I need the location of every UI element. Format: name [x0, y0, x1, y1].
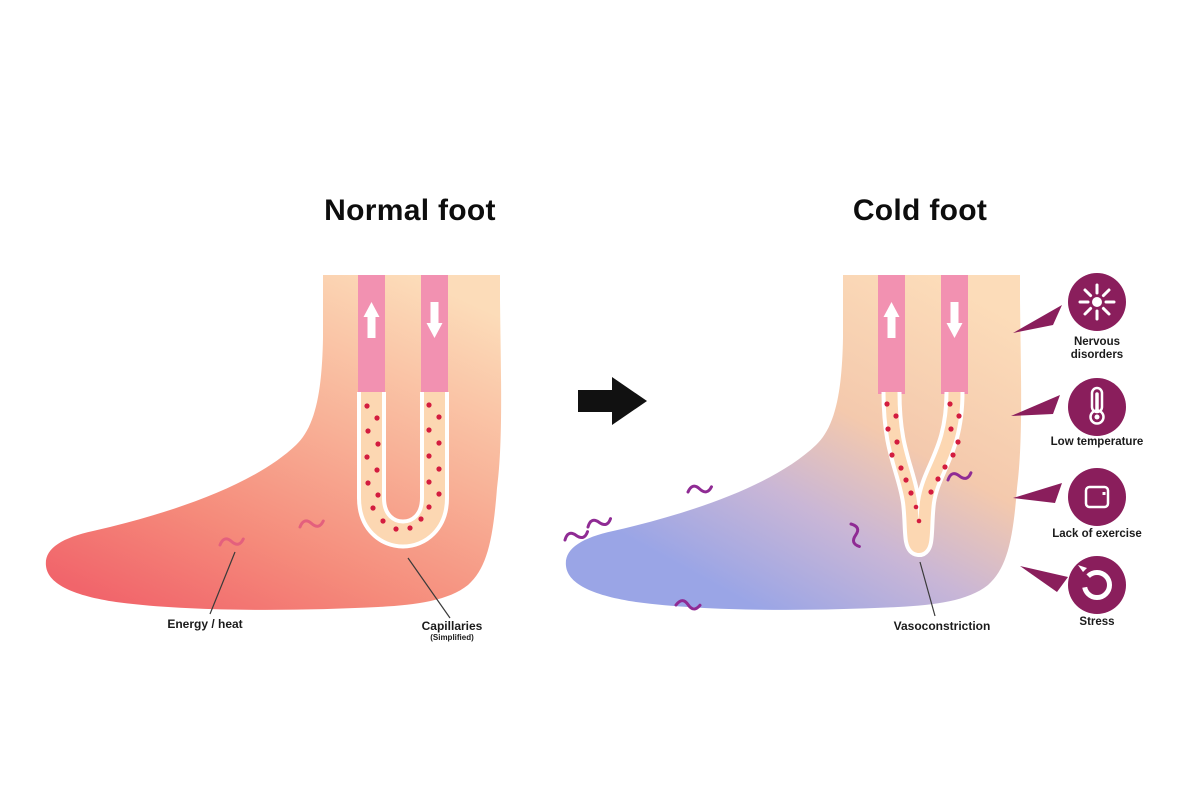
normal-capillary-dots — [364, 402, 442, 532]
capillaries-leader-line — [407, 557, 451, 619]
stress-icon — [1068, 556, 1126, 614]
cause-label-lack-of-exercise: Lack of exercise — [1052, 528, 1142, 540]
vasoconstriction-leader-line — [919, 561, 936, 617]
cold-capillary-dots — [884, 401, 962, 524]
causes-column — [1011, 273, 1126, 614]
cold-foot-title: Cold foot — [852, 194, 988, 227]
capillaries-label-text: Capillaries — [421, 619, 483, 633]
cause-pointer-arrow — [1011, 395, 1060, 416]
cause-label-stress: Stress — [1079, 616, 1115, 628]
capillaries-label: Capillaries (Simplified) — [392, 619, 512, 643]
normal-foot-title: Normal foot — [324, 194, 496, 227]
capillaries-note: (Simplified) — [430, 633, 474, 643]
energy-heat-label: Energy / heat — [167, 617, 243, 631]
cause-label-low-temperature: Low temperature — [1050, 436, 1144, 448]
right-arrow — [578, 377, 647, 425]
cause-pointer-arrow — [1020, 566, 1068, 592]
low-temperature-icon — [1068, 378, 1126, 436]
lack-of-exercise-icon — [1068, 468, 1126, 526]
nervous-disorders-icon — [1068, 273, 1126, 331]
energy-heat-leader-line — [209, 551, 236, 615]
cause-pointer-arrow — [1013, 305, 1062, 333]
vasoconstriction-label: Vasoconstriction — [893, 619, 991, 633]
cause-pointer-arrow — [1013, 483, 1062, 503]
cause-label-nervous-disorders: Nervous disorders — [1070, 336, 1124, 362]
normal-foot-illustration — [45, 275, 502, 619]
cold-foot-illustration — [562, 275, 1022, 617]
